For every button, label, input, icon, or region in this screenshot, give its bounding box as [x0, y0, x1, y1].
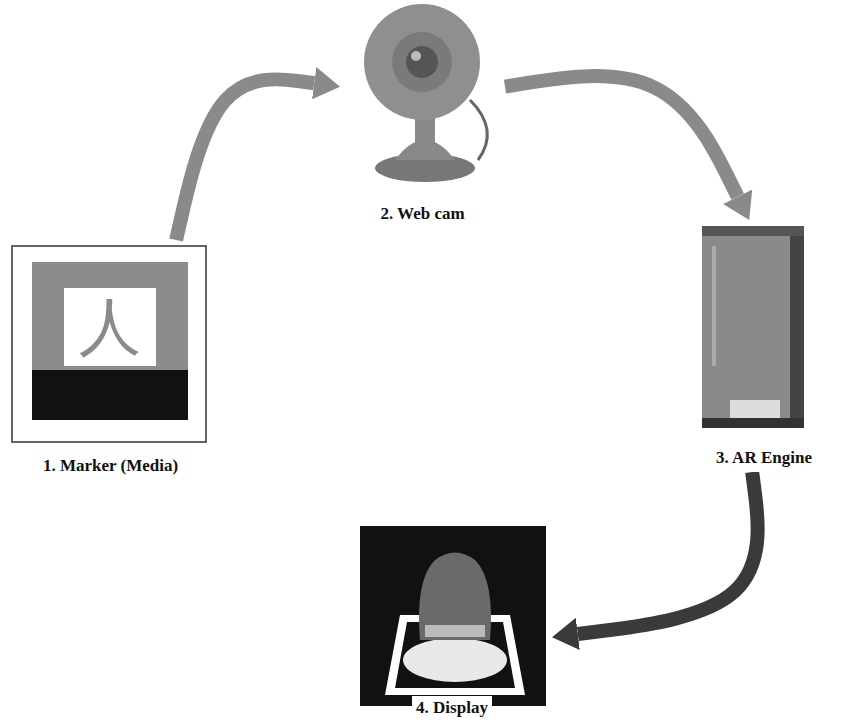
- webcam-picture: [364, 4, 487, 182]
- illustrated-step: 4. Display: [352, 520, 552, 722]
- illustrated-step: 3. AR Engine: [690, 220, 838, 472]
- marker-glyph: 人: [64, 288, 156, 366]
- flow-arrow: [176, 79, 314, 240]
- flow-arrow: [505, 76, 738, 197]
- step-caption: 4. Display: [412, 696, 492, 722]
- illustrated-step: 2. Web cam: [340, 0, 505, 228]
- flow-arrow: [578, 472, 758, 634]
- step-caption: 1. Marker (Media): [39, 454, 182, 480]
- computer-picture: [702, 226, 804, 428]
- display-picture: [360, 526, 546, 706]
- marker-picture: [12, 246, 206, 442]
- step-caption: 3. AR Engine: [712, 446, 816, 472]
- step-caption: 2. Web cam: [376, 202, 468, 228]
- marker-glyph-text: 人: [79, 285, 141, 369]
